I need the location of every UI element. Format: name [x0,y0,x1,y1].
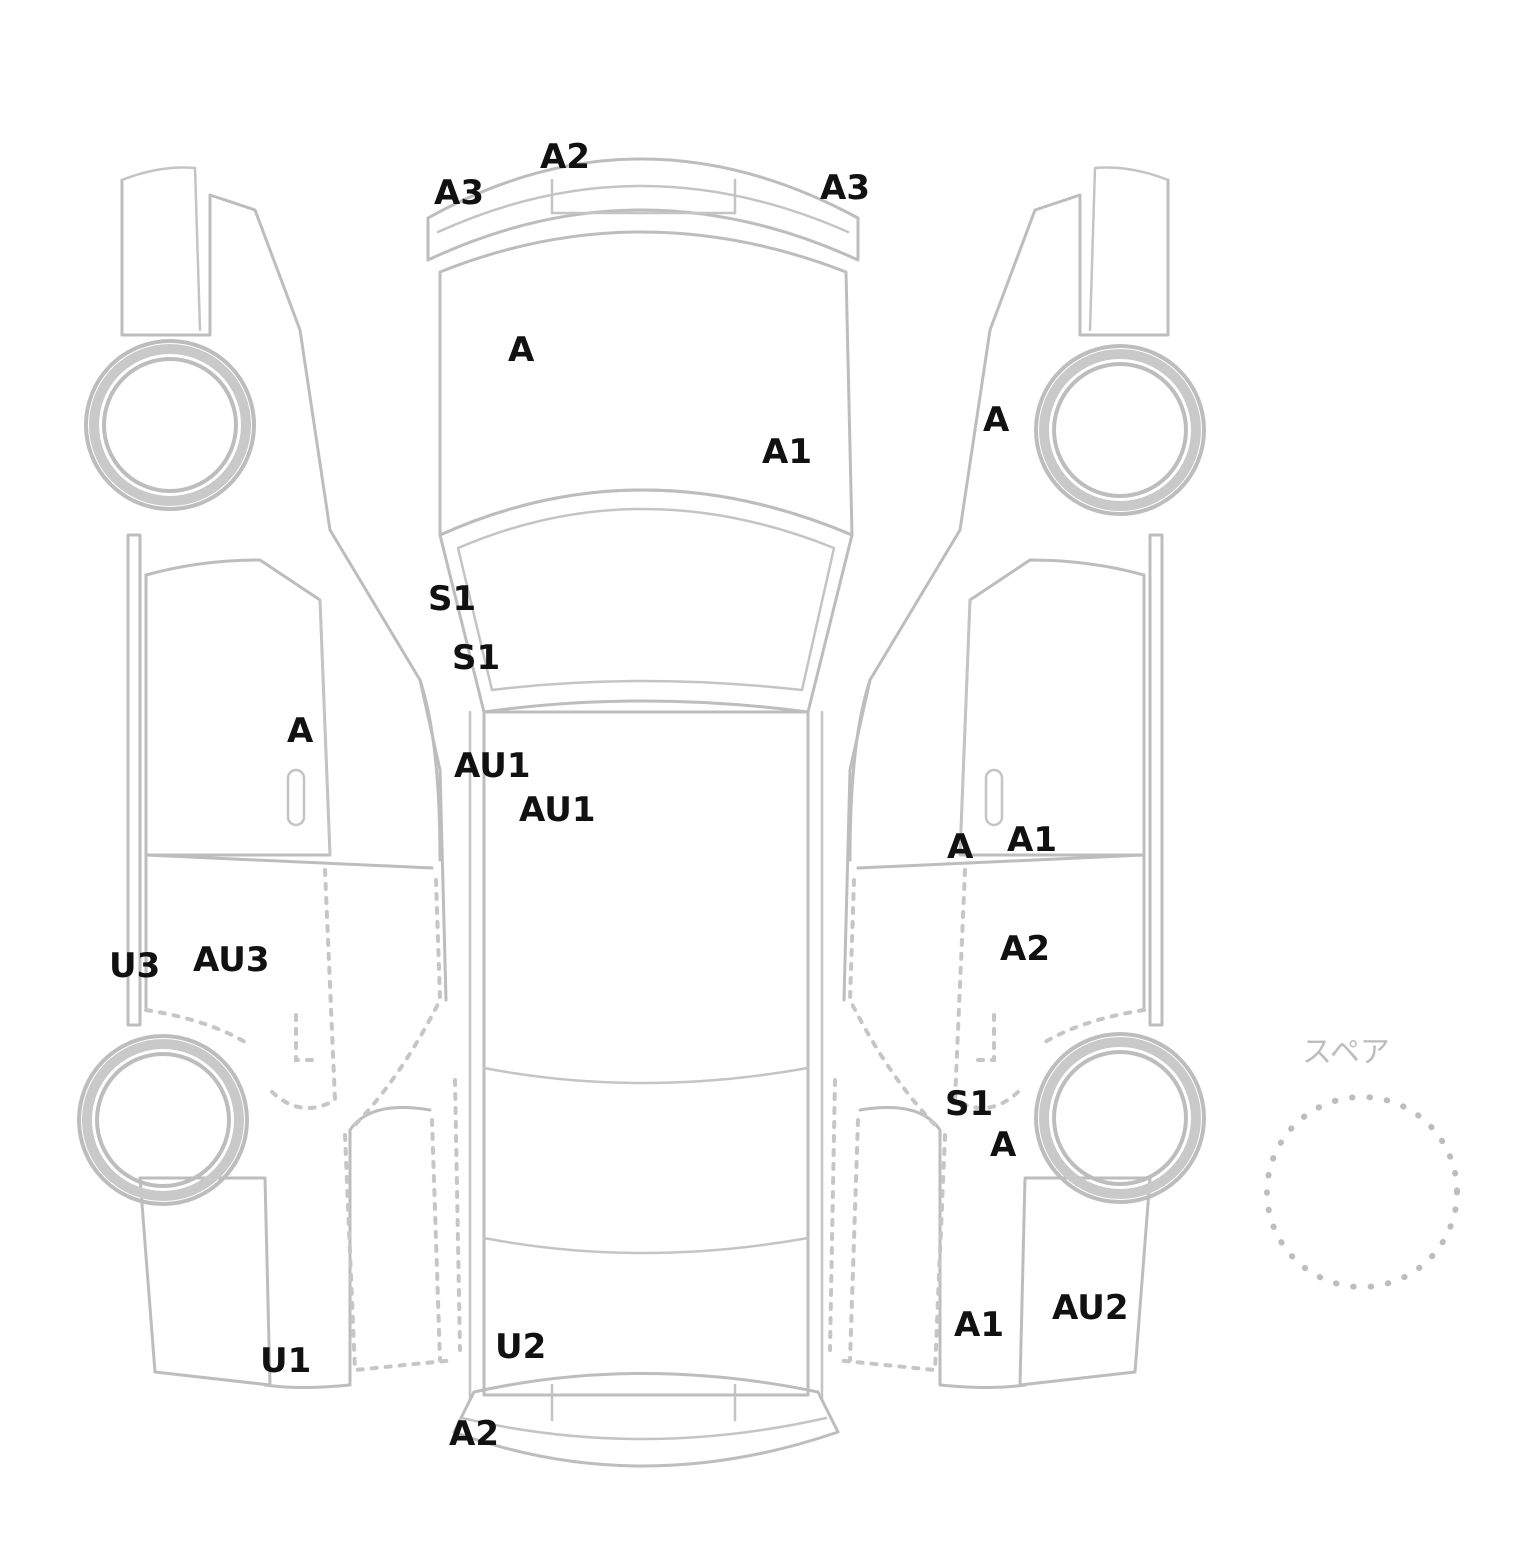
damage-mark-left-a-pillar-upper: S1 [428,579,477,619]
windshield-outline [438,488,854,714]
damage-mark-left-rear-door: AU3 [193,940,270,980]
damage-mark-hood-right: A1 [762,432,812,472]
damage-mark-front-bumper-center: A2 [540,137,590,177]
right-side-outline [828,166,1170,1389]
damage-mark-right-rear-wheel-arch: A [990,1125,1017,1165]
damage-mark-trunk: U2 [495,1327,547,1367]
spare-tire-outline [1264,1094,1460,1290]
damage-mark-left-rear-corner: U1 [260,1341,312,1381]
damage-mark-right-rear-quarter: S1 [945,1084,994,1124]
damage-mark-right-door-right: A1 [1007,820,1057,860]
damage-mark-right-rear-door: A2 [1000,929,1050,969]
right-rear-tire [1034,1032,1206,1204]
damage-mark-right-rear-bumper-corner: AU2 [1052,1288,1129,1328]
damage-mark-left-front-door: A [287,711,314,751]
damage-mark-left-rocker: U3 [109,946,161,986]
left-side-outline [120,166,462,1389]
right-front-tire [1034,344,1206,516]
damage-mark-right-rear-quarter-lower: A1 [954,1305,1004,1345]
front-bumper-outline [426,157,860,262]
damage-mark-right-front-fender: A [983,400,1010,440]
spare-tire-label: スペア [1302,1035,1390,1070]
damage-mark-hood-left: A [508,330,535,370]
damage-mark-rear-bumper: A2 [449,1414,499,1454]
rear-bumper-outline [452,1372,840,1468]
damage-mark-front-bumper-left: A3 [434,173,484,213]
damage-mark-front-bumper-right: A3 [820,168,870,208]
damage-mark-roof-front: AU1 [519,790,596,830]
left-front-tire [84,339,256,511]
left-rear-tire [77,1034,249,1206]
damage-mark-left-pillar: AU1 [454,746,531,786]
damage-mark-right-door-left: A [947,827,974,867]
damage-mark-left-a-pillar-lower: S1 [452,638,501,678]
roof-outline [468,710,824,1402]
